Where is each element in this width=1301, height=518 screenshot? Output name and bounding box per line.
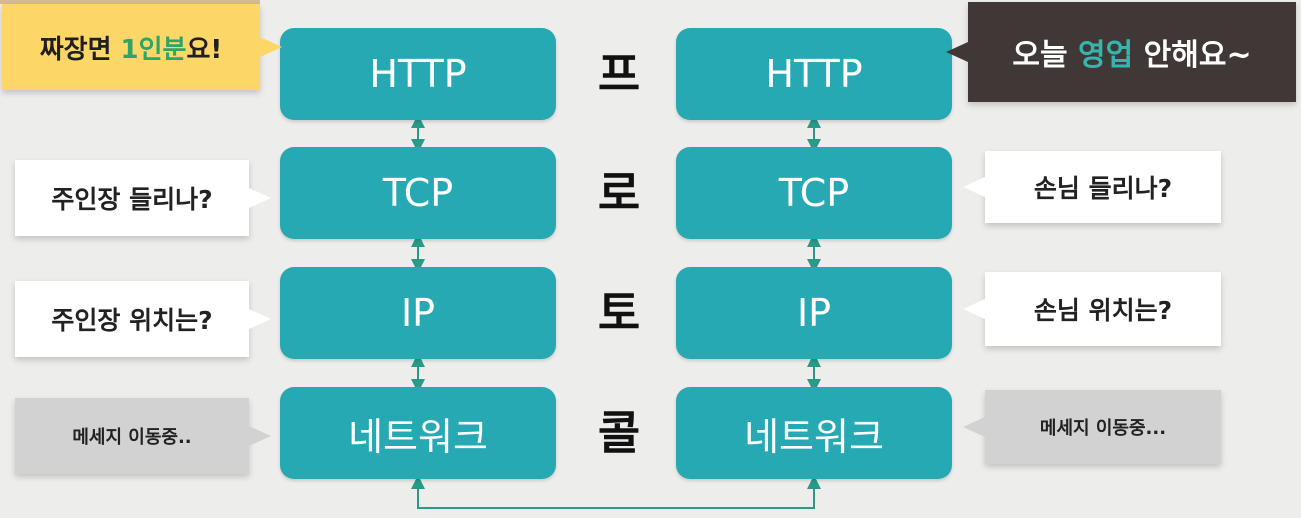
right-tcp-layer: TCP — [676, 147, 952, 239]
left-network-layer: 네트워크 — [280, 387, 556, 479]
right-http-bubble-highlight: 영업 — [1078, 38, 1134, 73]
left-ip-layer: IP — [280, 267, 556, 359]
background-photo-edge — [0, 0, 260, 4]
right-network-layer: 네트워크 — [676, 387, 952, 479]
right-http-bubble-text-before: 오늘 — [1012, 38, 1079, 73]
right-tcp-speech-bubble: 손님 들리나? — [985, 151, 1221, 223]
right-http-bubble-text-after: 안해요~ — [1133, 38, 1252, 73]
protocol-char-3: 토 — [597, 286, 641, 340]
protocol-char-2: 로 — [597, 166, 641, 220]
right-ip-speech-bubble: 손님 위치는? — [985, 272, 1221, 346]
left-tcp-speech-bubble: 주인장 들리나? — [15, 160, 249, 236]
left-tcp-layer: TCP — [280, 147, 556, 239]
left-network-speech-bubble: 메세지 이동중.. — [15, 398, 249, 474]
left-ip-speech-bubble: 주인장 위치는? — [15, 281, 249, 357]
link-network-bridge — [411, 475, 821, 509]
right-network-speech-bubble: 메세지 이동중... — [985, 390, 1221, 464]
protocol-char-4: 콜 — [597, 406, 641, 460]
left-http-bubble-highlight: 1인분 — [120, 34, 187, 65]
left-http-bubble-text-before: 짜장면 — [39, 34, 121, 65]
right-ip-layer: IP — [676, 267, 952, 359]
left-http-layer: HTTP — [280, 28, 556, 120]
right-http-speech-bubble: 오늘 영업 안해요~ — [968, 2, 1296, 102]
protocol-char-1: 프 — [597, 47, 641, 101]
left-http-bubble-text-after: 요! — [186, 34, 223, 65]
right-http-layer: HTTP — [676, 28, 952, 120]
